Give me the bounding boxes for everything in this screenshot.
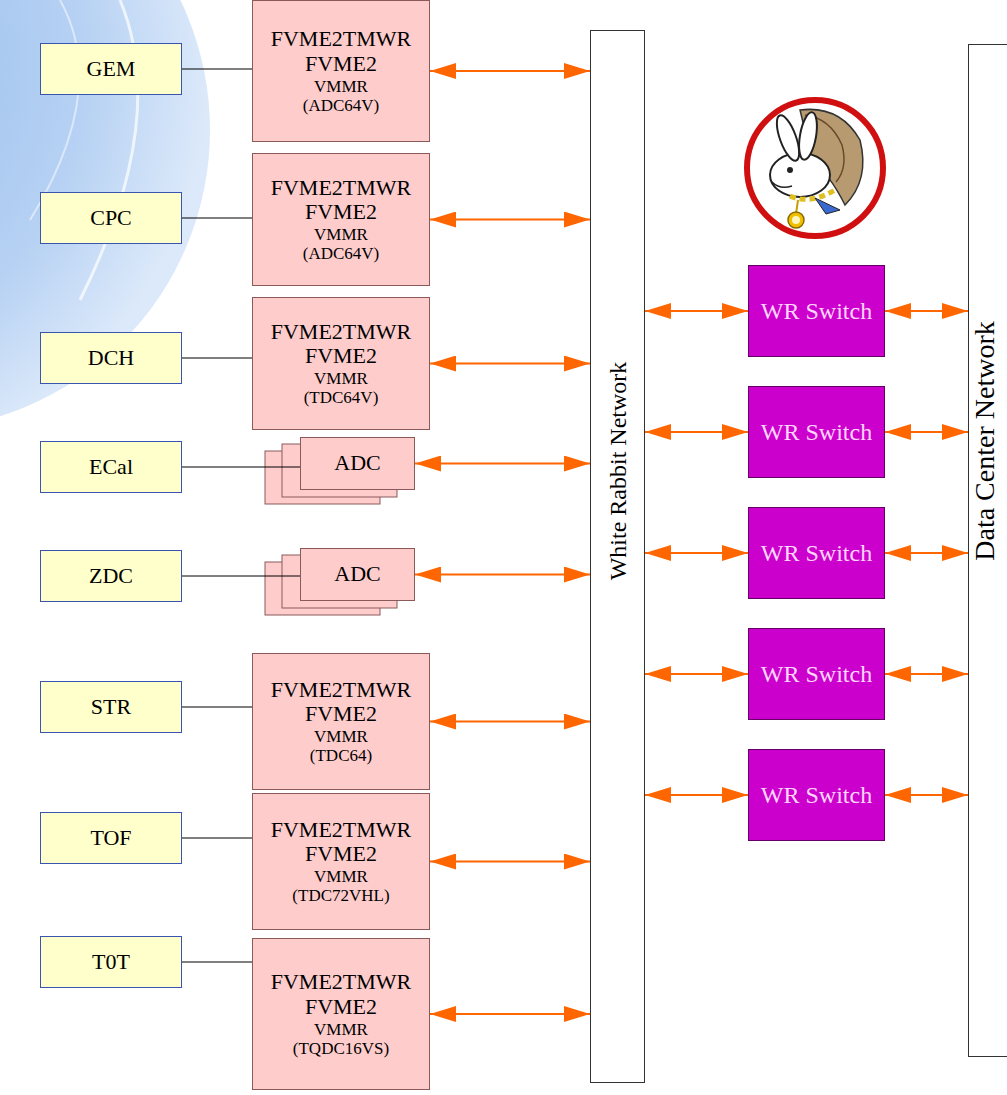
data-link-arrow xyxy=(430,70,590,72)
node-label: FVME2 xyxy=(305,344,377,369)
background-arc xyxy=(30,0,79,220)
wr-switch: WR Switch xyxy=(748,386,885,478)
detector-box: ECal xyxy=(40,441,182,493)
data-link-arrow xyxy=(885,552,968,554)
signal-cable xyxy=(182,838,252,839)
readout-crate: FVME2TMWRFVME2VMMR(ADC64V) xyxy=(252,153,430,286)
node-label: FVME2 xyxy=(305,995,377,1020)
signal-cable xyxy=(182,358,252,359)
detector-box: T0T xyxy=(40,936,182,988)
data-link-arrow xyxy=(885,310,968,312)
node-label: Data Center Network xyxy=(969,321,1000,560)
detector-box: GEM xyxy=(40,43,182,95)
signal-cable xyxy=(182,576,300,577)
node-label: ADC xyxy=(334,562,380,587)
node-label: CPC xyxy=(90,206,132,231)
signal-cable xyxy=(182,467,300,468)
node-label: FVME2 xyxy=(305,52,377,77)
node-label: FVME2TMWR xyxy=(271,320,412,345)
data-link-arrow xyxy=(645,673,748,675)
wr-switch: WR Switch xyxy=(748,628,885,720)
node-label: FVME2TMWR xyxy=(271,818,412,843)
data-link-arrow xyxy=(885,794,968,796)
data-link-arrow xyxy=(415,463,590,465)
data-link-arrow xyxy=(430,363,590,365)
node-label: WR Switch xyxy=(758,419,875,446)
node-label: VMMR xyxy=(314,1020,368,1039)
node-label: White Rabbit Network xyxy=(605,362,632,581)
node-label: FVME2TMWR xyxy=(271,176,412,201)
data-link-arrow xyxy=(430,861,590,863)
data-link-arrow xyxy=(430,1013,590,1015)
node-label: VMMR xyxy=(314,867,368,886)
data-link-arrow xyxy=(430,219,590,221)
node-label: (TQDC16VS) xyxy=(293,1039,389,1058)
detector-box: DCH xyxy=(40,332,182,384)
node-label: FVME2TMWR xyxy=(271,970,412,995)
node-label: WR Switch xyxy=(758,540,875,567)
node-label: (TDC64) xyxy=(310,746,372,765)
node-label: FVME2TMWR xyxy=(271,678,412,703)
node-label: T0T xyxy=(92,950,130,975)
background-circle xyxy=(0,0,210,430)
detector-box: TOF xyxy=(40,812,182,864)
node-label: (TDC72VHL) xyxy=(292,886,389,905)
readout-crate: FVME2TMWRFVME2VMMR(TDC64) xyxy=(252,653,430,790)
node-label: GEM xyxy=(87,57,136,82)
node-label: WR Switch xyxy=(758,298,875,325)
readout-crate: FVME2TMWRFVME2VMMR(ADC64V) xyxy=(252,0,430,142)
node-label: (ADC64V) xyxy=(303,244,380,263)
readout-crate: FVME2TMWRFVME2VMMR(TDC72VHL) xyxy=(252,793,430,930)
signal-cable xyxy=(182,218,252,219)
signal-cable xyxy=(182,707,252,708)
data-link-arrow xyxy=(645,431,748,433)
signal-cable xyxy=(182,69,252,70)
node-label: FVME2 xyxy=(305,702,377,727)
node-label: ECal xyxy=(89,455,133,480)
node-label: ZDC xyxy=(89,564,133,589)
network-bus: Data Center Network xyxy=(968,44,1007,1057)
node-label: VMMR xyxy=(314,727,368,746)
data-link-arrow xyxy=(645,794,748,796)
detector-box: ZDC xyxy=(40,550,182,602)
network-bus: White Rabbit Network xyxy=(590,30,645,1083)
node-label: WR Switch xyxy=(758,782,875,809)
node-label: (ADC64V) xyxy=(303,96,380,115)
adc-card: ADC xyxy=(300,437,415,490)
node-label: FVME2TMWR xyxy=(271,27,412,52)
node-label: ADC xyxy=(334,451,380,476)
adc-card: ADC xyxy=(300,548,415,601)
node-label: STR xyxy=(91,695,131,720)
node-label: (TDC64V) xyxy=(304,388,379,407)
data-link-arrow xyxy=(885,673,968,675)
node-label: TOF xyxy=(90,826,131,851)
data-link-arrow xyxy=(430,721,590,723)
wr-switch: WR Switch xyxy=(748,265,885,357)
node-label: FVME2 xyxy=(305,200,377,225)
node-label: VMMR xyxy=(314,225,368,244)
signal-cable xyxy=(182,962,252,963)
node-label: VMMR xyxy=(314,77,368,96)
detector-box: CPC xyxy=(40,192,182,244)
node-label: WR Switch xyxy=(758,661,875,688)
wr-switch: WR Switch xyxy=(748,507,885,599)
white-rabbit-logo xyxy=(747,100,883,236)
detector-box: STR xyxy=(40,681,182,733)
node-label: DCH xyxy=(88,346,134,371)
data-link-arrow xyxy=(645,552,748,554)
readout-crate: FVME2TMWRFVME2VMMR(TDC64V) xyxy=(252,297,430,430)
node-label: VMMR xyxy=(314,369,368,388)
data-link-arrow xyxy=(415,574,590,576)
data-link-arrow xyxy=(645,310,748,312)
node-label: FVME2 xyxy=(305,842,377,867)
wr-switch: WR Switch xyxy=(748,749,885,841)
data-link-arrow xyxy=(885,431,968,433)
readout-crate: FVME2TMWRFVME2VMMR(TQDC16VS) xyxy=(252,938,430,1090)
